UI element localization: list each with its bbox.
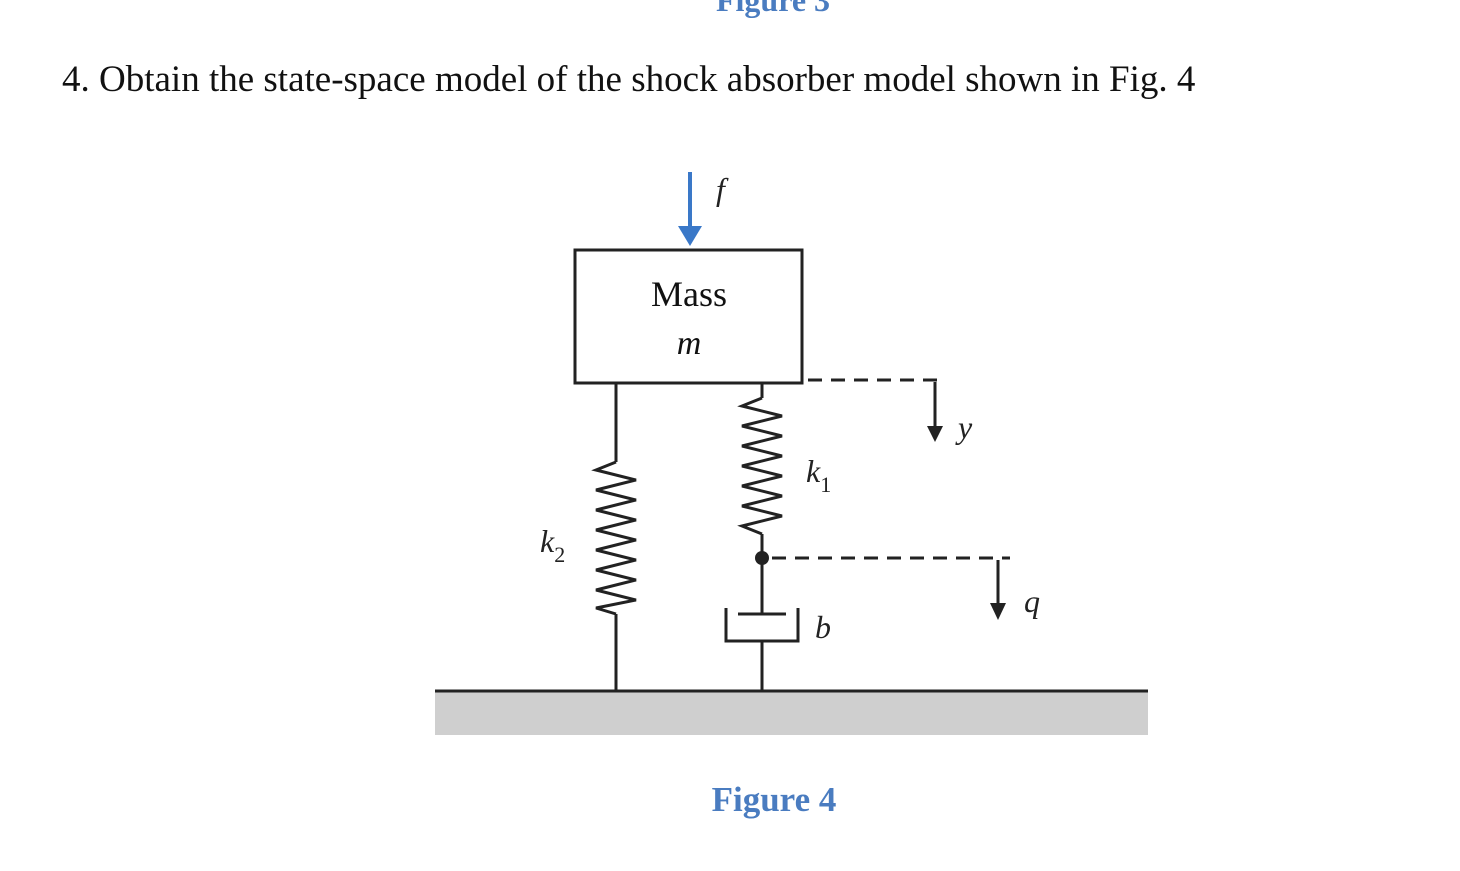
previous-figure-caption: Figure 3 (715, 0, 831, 18)
spring-right (737, 383, 783, 558)
y-label: y (955, 409, 973, 445)
question-text: 4. Obtain the state-space model of the s… (62, 59, 1196, 100)
figure-caption: Figure 4 (711, 780, 837, 819)
q-arrow (990, 560, 1006, 620)
ground (435, 691, 1148, 735)
spring-right-label: k1 (806, 453, 831, 497)
force-arrow (678, 172, 702, 246)
spring-left-label: k2 (540, 523, 565, 567)
q-label: q (1024, 583, 1040, 619)
mass-block (573, 248, 804, 385)
mass-symbol: m (677, 325, 702, 362)
mass-label: Mass (651, 274, 727, 314)
y-arrow (927, 382, 943, 442)
spring-left (591, 383, 637, 691)
force-label: f (716, 171, 729, 207)
damper (724, 558, 800, 691)
damper-label: b (815, 609, 831, 645)
